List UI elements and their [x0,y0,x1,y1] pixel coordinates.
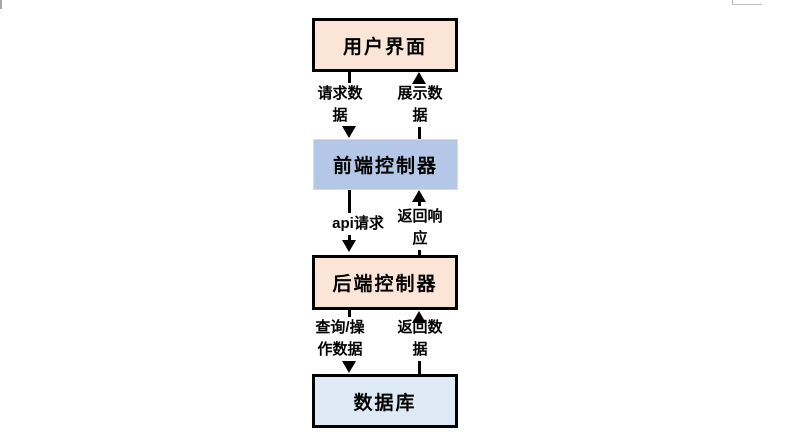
node-backend-controller-label: 后端控制器 [332,274,438,295]
node-user-interface: 用户界面 [312,18,458,72]
node-database-label: 数据库 [353,392,417,414]
edge-label-display-data: 展示数 据 [384,83,456,127]
node-frontend-controller: 前端控制器 [313,139,458,190]
arrow-up-icon [412,190,426,202]
edge-label-query-operate-data: 查询/操 作数据 [304,317,376,361]
screen-artifact-top-left [0,0,2,9]
arrow-down-icon [342,126,356,138]
edge-label-return-response: 返回响 应 [384,206,456,250]
edge-label-return-data: 返回数 据 [384,317,456,361]
screen-artifact-top-right-horizontal [732,4,762,5]
node-frontend-controller-label: 前端控制器 [332,156,438,177]
edge-label-api-request: api请求 [322,213,394,235]
edge-label-request-data: 请求数 据 [304,83,376,127]
arrow-down-icon [342,361,356,373]
node-backend-controller: 后端控制器 [312,255,458,310]
arrow-up-icon [412,311,426,323]
arrow-down-icon [342,240,356,252]
arrow-up-icon [412,72,426,84]
node-database: 数据库 [312,374,458,428]
screen-artifact-top-right-vertical [732,0,733,5]
node-user-interface-label: 用户界面 [342,36,427,58]
